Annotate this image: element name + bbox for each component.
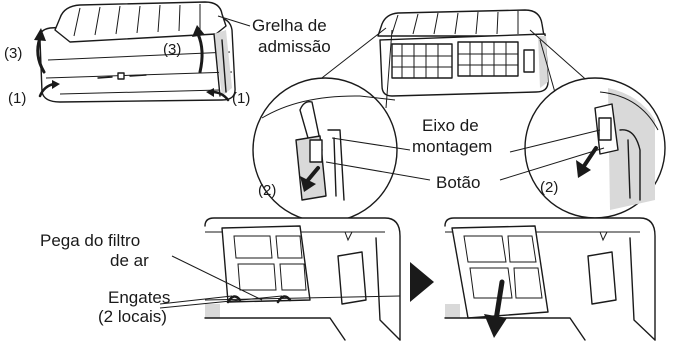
arrowhead-icon [206,88,214,97]
mounting-shaft-label-line1: Eixo de [422,116,479,135]
step-3-right-label: (3) [163,41,181,58]
hooks-leader-left [159,295,233,305]
hook-right-icon [276,295,292,304]
button-leader-left [325,161,431,181]
step-2-right-label: (2) [540,179,558,196]
mounting-shaft-leader-right [509,129,601,153]
hooks-label-line1: Engates [108,288,170,307]
intake-grille-label-line1: Grelha de [252,16,327,35]
indoor-unit-open-panel [39,1,236,103]
curved-arrow-icon [36,36,46,74]
hooks-label-line2: (2 locais) [98,307,167,326]
arrowhead-icon [300,176,316,192]
intake-grille-leader [217,15,251,27]
arrowhead-icon [52,80,60,89]
arrowhead-icon [34,28,46,41]
button-label: Botão [436,173,480,192]
step-2-left-label: (2) [258,182,276,199]
indoor-unit-filters-exposed [377,9,549,97]
next-step-arrow-icon [410,262,434,302]
arrowhead-icon [484,314,507,338]
mounting-shaft-leader-left [331,137,411,151]
step-1-right-label: (1) [232,90,250,107]
down-arrow-icon [306,166,320,182]
mounting-shaft-label-line2: montagem [412,137,492,156]
pull-down-arrow-icon [493,279,505,323]
intake-grille-label-line2: admissão [258,37,331,56]
filter-removal-view [444,217,656,341]
filter-handle-label-line2: de ar [110,251,149,270]
curved-arrow-icon [196,32,204,74]
arrowhead-icon [576,160,591,178]
filter-handle-label-line1: Pega do filtro [40,231,140,250]
filter-hooks-view [204,217,401,341]
hook-left-icon [226,295,242,304]
arrowhead-icon [192,25,205,37]
filter-handle-leader [171,255,263,301]
step-1-left-label: (1) [8,90,26,107]
button-leader-right [499,147,605,181]
hooks-leader-right [159,295,283,309]
step-3-left-label: (3) [4,45,22,62]
